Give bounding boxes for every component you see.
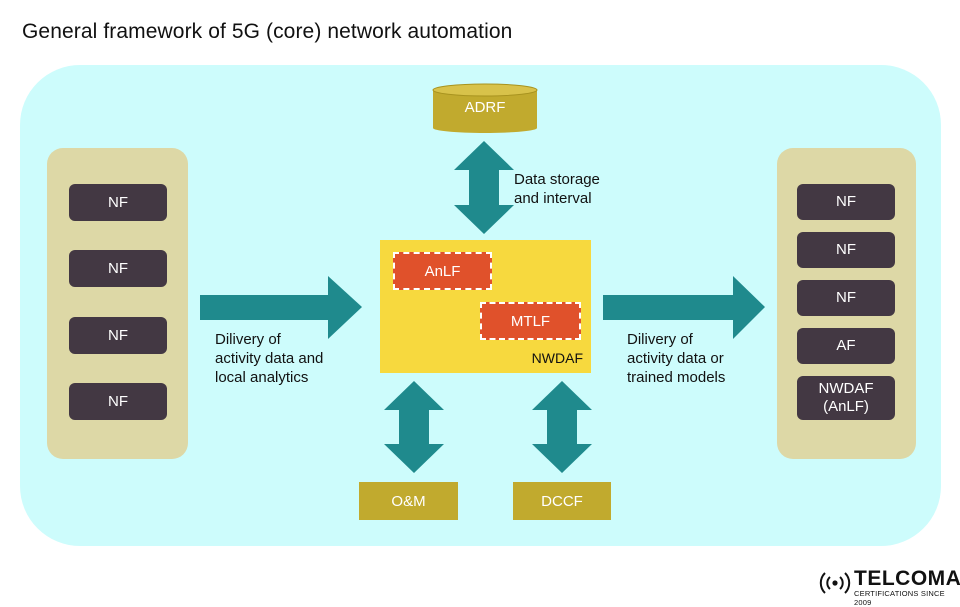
left-delivery-label: Dilivery of activity data and local anal… xyxy=(215,331,324,386)
left-nf-box: NF xyxy=(69,250,167,287)
om-box: O&M xyxy=(359,482,458,520)
left-delivery-arrow xyxy=(200,276,362,339)
right-nwdaf-anlf-box: NWDAF (AnLF) xyxy=(797,376,895,420)
adrf-label: ADRF xyxy=(464,99,506,116)
right-nf-box: NF xyxy=(797,184,895,220)
om-double-arrow xyxy=(384,381,444,473)
telcoma-logo-icon xyxy=(819,572,851,594)
right-delivery-arrow xyxy=(603,276,765,339)
page-title: General framework of 5G (core) network a… xyxy=(22,20,513,43)
left-nf-box: NF xyxy=(69,184,167,221)
right-delivery-label: Dilivery of activity data or trained mod… xyxy=(627,331,726,386)
logo-wordmark: TELCOMA xyxy=(854,567,960,590)
right-af-box: AF xyxy=(797,328,895,364)
dccf-box: DCCF xyxy=(513,482,611,520)
dccf-double-arrow xyxy=(532,381,592,473)
right-nf-box: NF xyxy=(797,280,895,316)
storage-label: Data storage and interval xyxy=(514,171,600,207)
left-nf-box: NF xyxy=(69,317,167,354)
logo-tagline: CERTIFICATIONS SINCE 2009 xyxy=(854,589,945,607)
nwdaf-label: NWDAF xyxy=(531,350,583,366)
right-nf-box: NF xyxy=(797,232,895,268)
anlf-box: AnLF xyxy=(393,252,492,290)
storage-double-arrow xyxy=(454,141,514,234)
adrf-cylinder xyxy=(432,83,538,133)
left-nf-box: NF xyxy=(69,383,167,420)
mtlf-box: MTLF xyxy=(480,302,581,340)
